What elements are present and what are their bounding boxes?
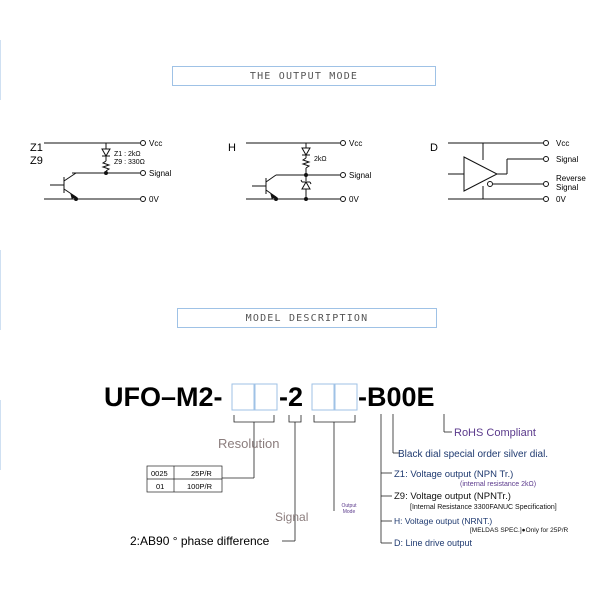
res-row-1-code: 0025 <box>151 469 168 478</box>
d-0v-label: 0V <box>556 195 566 204</box>
model-suffix: -B00E <box>358 382 435 412</box>
signal-label: Signal <box>275 510 308 524</box>
d-vcc-label: Vcc <box>556 139 569 148</box>
model-mid: -2 <box>279 382 303 412</box>
dial-label: Black dial special order silver dial. <box>398 449 548 460</box>
edge-line-mid <box>0 250 1 330</box>
d-reverse-label-1: Reverse <box>556 174 586 183</box>
edge-line-top <box>0 40 1 100</box>
z9-description: Z9: Voltage output (NPNTr.) <box>394 491 511 502</box>
z1-vcc-label: Vcc <box>149 139 162 148</box>
phase-label: 2:AB90 ° phase difference <box>130 534 270 548</box>
h-signal-label: Signal <box>349 171 371 180</box>
edge-line-bottom <box>0 400 1 470</box>
h-resistance: 2kΩ <box>314 156 327 163</box>
rohs-label: RoHS Compliant <box>454 427 536 439</box>
output-mode-header: THE OUTPUT MODE <box>172 66 436 86</box>
resolution-box-1 <box>231 383 255 411</box>
output-mode-label-2: Mode <box>343 509 356 515</box>
model-description-header: MODEL DESCRIPTION <box>177 308 437 328</box>
d-description: D: Line drive output <box>394 538 473 548</box>
z1-resistance: Z1 : 2kΩ <box>114 151 141 158</box>
z9-label: Z9 <box>30 155 43 167</box>
resolution-box-2 <box>254 383 278 411</box>
res-row-2-code: 01 <box>156 482 164 491</box>
circuit-z1-z9 <box>44 140 146 202</box>
res-row-1-value: 25P/R <box>191 469 212 478</box>
z1-description: Z1: Voltage output (NPN Tr.) <box>394 469 513 480</box>
output-box-2 <box>334 383 358 411</box>
h-description: H: Voltage output (NRNT.) <box>394 516 492 526</box>
z1-signal-label: Signal <box>149 169 171 178</box>
resolution-label: Resolution <box>218 436 279 451</box>
h-vcc-label: Vcc <box>349 139 362 148</box>
output-box-1 <box>311 383 335 411</box>
model-prefix: UFO–M2- <box>104 382 223 412</box>
h-note: [MELDAS SPEC.]●Only for 25P/R <box>470 527 569 534</box>
circuit-h <box>246 140 346 202</box>
leader-lines <box>222 414 452 544</box>
h-label: H <box>228 142 236 154</box>
circuit-d <box>448 140 549 202</box>
d-label: D <box>430 142 438 154</box>
res-row-2-value: 100P/R <box>187 482 213 491</box>
z1-label: Z1 <box>30 142 43 154</box>
d-reverse-label-2: Signal <box>556 183 578 192</box>
z9-note: [Internal Resistance 3300FANUC Specifica… <box>410 504 557 511</box>
resolution-table <box>146 465 223 493</box>
z1-0v-label: 0V <box>149 195 159 204</box>
h-0v-label: 0V <box>349 195 359 204</box>
z9-resistance: Z9 : 330Ω <box>114 159 145 166</box>
z1-note: (internal resistance 2kΩ) <box>460 481 536 488</box>
output-mode-label-1: Output <box>341 503 357 509</box>
d-signal-label: Signal <box>556 155 578 164</box>
